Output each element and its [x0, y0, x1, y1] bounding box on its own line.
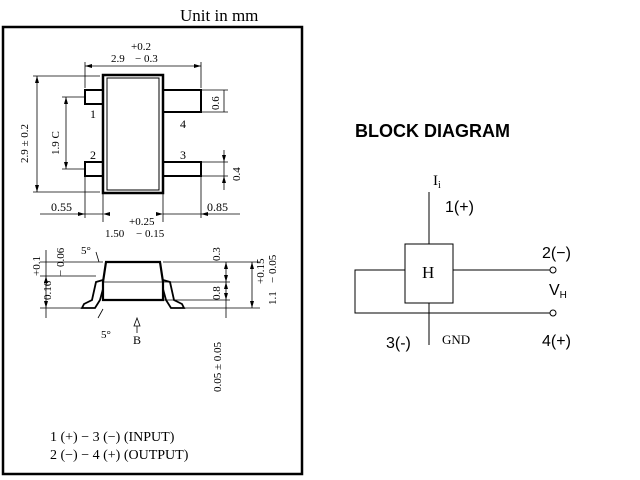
block-diagram-labels: Ii 1(+) H 2(−) VH 4(+) 3(-) GND	[386, 173, 571, 352]
standoff-dim: 0.05 ± 0.05	[212, 341, 224, 392]
package-body-inner	[106, 77, 160, 191]
lead-pin-4	[162, 89, 202, 113]
pitch-dim: 1.9 C	[50, 131, 62, 155]
lead-side-right	[162, 279, 186, 309]
lead-width-dim-2: 0.4	[231, 167, 243, 181]
package-drawing-frame	[1, 25, 304, 476]
pin2-label: 2(−)	[542, 245, 571, 262]
view-arrow-label: B	[133, 333, 141, 347]
hall-element-label: H	[422, 263, 434, 282]
pin4-label: 4(+)	[542, 333, 571, 350]
width-tol-lower: − 0.3	[135, 53, 158, 65]
terminal-pin2	[549, 266, 557, 274]
lead-pin-1	[84, 89, 104, 105]
height-tol-lower: − 0.05	[267, 254, 279, 283]
pin3-label: 3(-)	[386, 335, 411, 352]
angle-bottom: 5°	[101, 329, 111, 341]
current-label: Ii	[433, 173, 441, 191]
height-nominal: 1.1	[267, 291, 279, 305]
block-diagram-title: BLOCK DIAGRAM	[355, 121, 510, 141]
width-nominal: 2.9	[111, 53, 125, 65]
top-view-labels: +0.2 2.9 − 0.3 2.9 ± 0.2 1.9 C 0.6 0.4 0…	[19, 41, 243, 240]
pin-label-4: 4	[180, 117, 186, 131]
height-dim: 2.9 ± 0.2	[19, 124, 31, 163]
width-tol-upper: +0.2	[131, 41, 151, 53]
bottom-tol-lower: − 0.15	[136, 228, 165, 240]
lead-width-dim: 0.6	[210, 96, 222, 110]
package-body-top	[101, 73, 165, 195]
body-mid-dim: 0.8	[211, 286, 223, 300]
pin-note-input: 1 (+) − 3 (−) (INPUT)	[50, 430, 175, 445]
output-voltage-label: VH	[549, 282, 567, 301]
package-body-side	[101, 260, 165, 302]
bottom-tol-upper: +0.25	[129, 216, 155, 228]
top-view	[33, 62, 240, 222]
pin1-label: 1(+)	[445, 199, 474, 216]
pin-notes: 1 (+) − 3 (−) (INPUT) 2 (−) − 4 (+) (OUT…	[50, 430, 189, 463]
lead-thick-tol-lower: − 0.06	[55, 247, 67, 276]
right-offset-dim: 0.85	[207, 200, 228, 214]
pin-label-2: 2	[90, 148, 96, 162]
side-view	[40, 250, 260, 333]
terminal-pin4	[549, 309, 557, 317]
height-tol-upper: +0.15	[255, 258, 267, 284]
pin-label-3: 3	[180, 148, 186, 162]
pin-label-1: 1	[90, 107, 96, 121]
block-diagram-schematic	[354, 192, 557, 345]
lead-side-left	[80, 279, 104, 309]
side-view-labels: +0.1 0.16 − 0.06 5° 5° 0.3 0.8 0.05 ± 0.…	[31, 245, 279, 392]
unit-label: Unit in mm	[180, 6, 258, 25]
left-offset-dim: 0.55	[51, 200, 72, 214]
pin-note-output: 2 (−) − 4 (+) (OUTPUT)	[50, 448, 189, 463]
lead-pin-2	[84, 161, 104, 177]
wire-pin4	[354, 269, 551, 314]
lead-thick-nominal: 0.16	[42, 280, 54, 300]
bottom-nominal: 1.50	[105, 228, 125, 240]
gnd-label: GND	[442, 332, 470, 347]
body-top-dim: 0.3	[211, 247, 223, 261]
lead-pin-3	[162, 161, 202, 177]
lead-thick-tol-upper: +0.1	[31, 256, 43, 276]
angle-top: 5°	[81, 245, 91, 257]
